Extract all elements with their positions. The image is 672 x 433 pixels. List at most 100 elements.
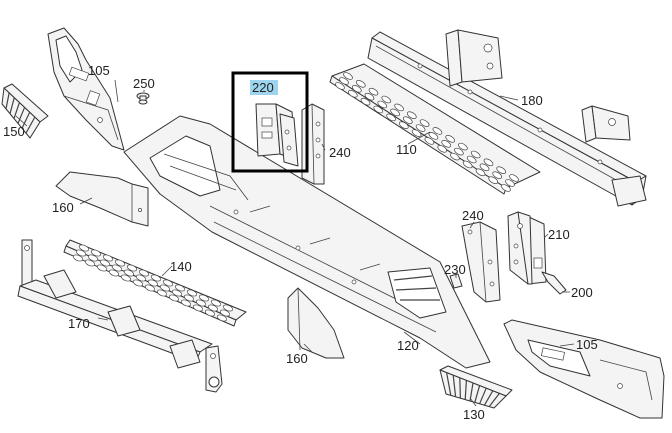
- tread-hole: [135, 274, 147, 282]
- tread-hole: [505, 179, 515, 187]
- tread-hole: [402, 116, 413, 124]
- tread-hole: [406, 111, 417, 119]
- callout-160-upper[interactable]: 160: [52, 200, 74, 215]
- grille-slat: [488, 393, 500, 407]
- tread-hole: [183, 294, 195, 302]
- callout-110[interactable]: 110: [396, 142, 417, 157]
- part-130-right-grille[interactable]: [439, 365, 513, 409]
- callout-105-right[interactable]: 105: [576, 337, 598, 352]
- grille-slat: [5, 92, 10, 109]
- tread-hole: [78, 244, 90, 252]
- tread-hole: [222, 304, 234, 312]
- tread-hole: [373, 105, 384, 114]
- tread-hole: [171, 289, 183, 297]
- tread-hole: [156, 289, 168, 297]
- tread-hole: [144, 284, 156, 292]
- tread-hole: [445, 135, 456, 143]
- part-170-step-support[interactable]: [17, 239, 223, 393]
- tread-hole: [479, 163, 490, 172]
- tread-hole: [458, 142, 468, 151]
- tread-hole: [90, 249, 102, 257]
- callout-170[interactable]: 170: [68, 316, 90, 331]
- callout-200[interactable]: 200: [571, 285, 593, 300]
- callout-240-upper[interactable]: 240: [329, 145, 351, 160]
- tread-hole: [335, 82, 345, 90]
- tread-hole: [84, 259, 96, 267]
- part-250-bolt[interactable]: [136, 92, 150, 105]
- tread-hole: [123, 269, 135, 277]
- part-140-step-tread[interactable]: [63, 239, 247, 327]
- callout-240-lower[interactable]: 240: [462, 208, 484, 223]
- callout-105-left[interactable]: 105: [88, 63, 110, 78]
- callout-150[interactable]: 150: [3, 124, 25, 139]
- tread-hole: [377, 100, 388, 109]
- tread-hole: [96, 264, 108, 272]
- callout-120[interactable]: 120: [397, 338, 419, 353]
- part-105-left-end-cap[interactable]: [47, 27, 125, 151]
- callout-130[interactable]: 130: [463, 407, 485, 422]
- tread-hole: [466, 155, 477, 164]
- part-240-lower-bracket[interactable]: [461, 221, 501, 303]
- tread-hole: [150, 274, 162, 282]
- tread-hole: [159, 284, 171, 292]
- part-200-clip[interactable]: [541, 271, 567, 295]
- part-220-bracket[interactable]: [255, 103, 299, 167]
- tread-hole: [419, 119, 430, 127]
- tread-hole: [509, 174, 519, 182]
- tread-hole: [198, 294, 210, 302]
- tread-hole: [488, 176, 499, 184]
- tread-hole: [343, 72, 353, 80]
- tread-hole: [207, 304, 219, 312]
- tread-hole: [204, 309, 216, 317]
- tread-hole: [501, 184, 511, 192]
- part-160-lower-trim-panel[interactable]: [287, 287, 345, 359]
- tread-hole: [180, 299, 192, 307]
- grille-slat: [459, 377, 461, 399]
- tread-hole: [360, 97, 371, 106]
- grille-slat: [17, 107, 26, 124]
- callout-230[interactable]: 230: [444, 262, 466, 277]
- tread-hole: [126, 264, 138, 272]
- callout-140[interactable]: 140: [170, 259, 192, 274]
- tread-hole: [174, 284, 186, 292]
- tread-hole: [102, 254, 114, 262]
- tread-hole: [450, 152, 460, 161]
- grille-slat: [446, 372, 452, 396]
- grille-slat: [464, 380, 467, 400]
- part-105-right-end-cap[interactable]: [503, 319, 665, 419]
- part-110-step-tread[interactable]: [329, 63, 541, 195]
- tread-hole: [483, 158, 494, 167]
- callout-180[interactable]: 180: [521, 93, 543, 108]
- tread-hole: [132, 279, 144, 287]
- tread-hole: [386, 113, 396, 122]
- tread-hole: [120, 274, 132, 282]
- callout-210[interactable]: 210: [548, 227, 570, 242]
- tread-hole: [394, 103, 404, 112]
- tread-hole: [87, 254, 99, 262]
- tread-hole: [99, 259, 111, 267]
- callout-250[interactable]: 250: [133, 76, 155, 91]
- tread-hole: [192, 304, 204, 312]
- tread-hole: [216, 314, 228, 322]
- callout-220[interactable]: 220: [252, 80, 274, 95]
- tread-hole: [219, 309, 231, 317]
- tread-hole: [186, 289, 198, 297]
- part-120-bumper-body[interactable]: [123, 115, 491, 369]
- tread-hole: [437, 145, 448, 153]
- tread-hole: [454, 147, 464, 156]
- grille-slat: [9, 97, 15, 114]
- part-210-mounting-plate[interactable]: [507, 211, 547, 285]
- tread-hole: [411, 129, 422, 137]
- tread-hole: [351, 85, 362, 93]
- grille-slat: [474, 385, 481, 403]
- selection-frame: [231, 71, 309, 173]
- part-180-crossmember[interactable]: [367, 29, 647, 207]
- part-150-left-grille[interactable]: [1, 83, 49, 139]
- tread-hole: [162, 279, 174, 287]
- callout-160-lower[interactable]: 160: [286, 351, 308, 366]
- tread-hole: [441, 140, 452, 148]
- tread-hole: [210, 299, 222, 307]
- part-230-fastener[interactable]: [449, 273, 463, 289]
- part-160-upper-trim-panel[interactable]: [55, 171, 149, 227]
